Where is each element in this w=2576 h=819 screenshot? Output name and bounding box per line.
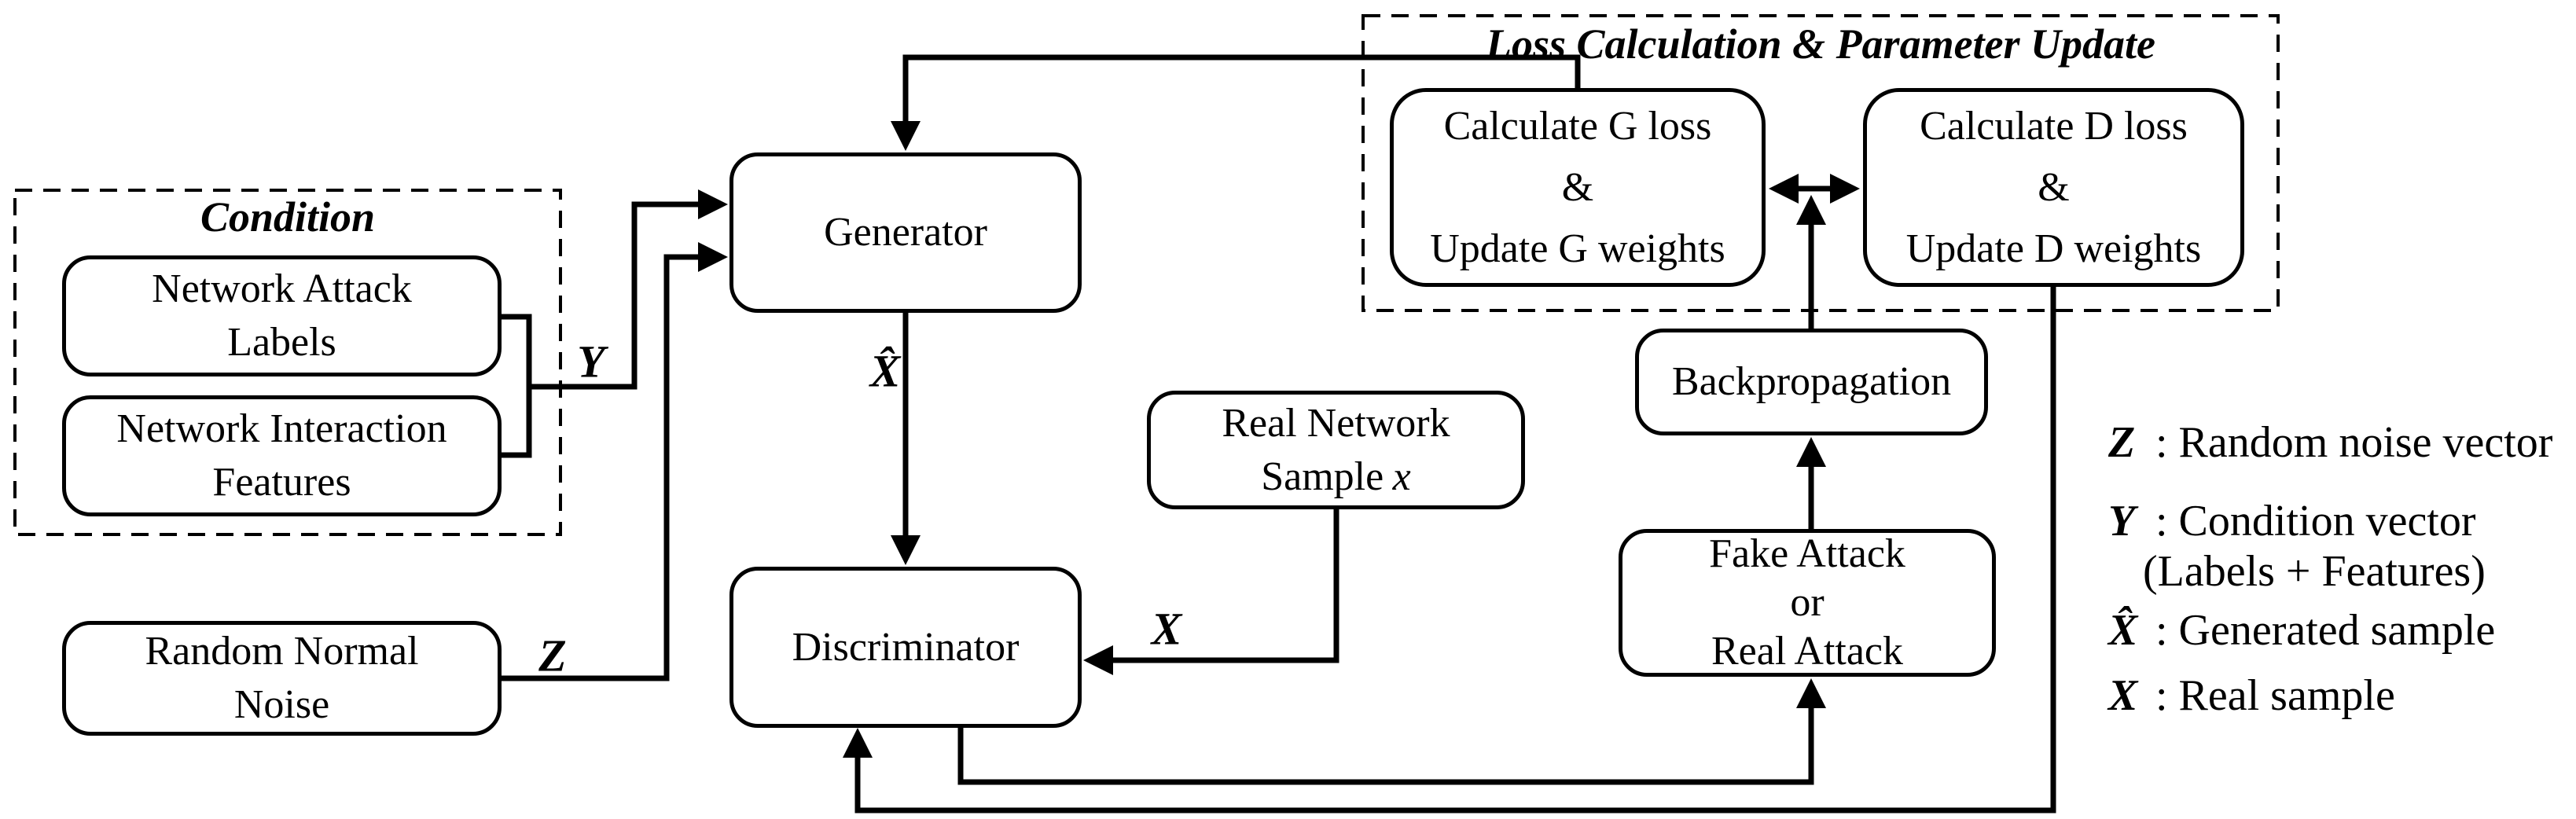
- node-label-line: Network Attack: [152, 266, 412, 311]
- edge-fakereal-to-backprop: [1796, 437, 1826, 529]
- edge-realsample-to-discriminator: [1083, 509, 1339, 675]
- edge-condition-bracket: [502, 314, 532, 458]
- node-label-line: Calculate G loss: [1443, 103, 1712, 149]
- legend-desc: : Real sample: [2155, 671, 2395, 720]
- node-label-line: Calculate D loss: [1920, 103, 2188, 149]
- edge-label-z: Z: [538, 630, 567, 681]
- legend-key: Y: [2108, 497, 2136, 545]
- node-label: Discriminator: [792, 624, 1020, 670]
- node-label: Generator: [824, 210, 987, 255]
- node-label-line: Labels: [227, 320, 336, 365]
- node-label-line: Real Attack: [1711, 629, 1904, 674]
- node-label-line: Features: [212, 460, 351, 505]
- legend-key: X: [2108, 671, 2138, 720]
- condition-group-title: Condition: [200, 193, 376, 241]
- legend-key: X̂: [2108, 606, 2138, 655]
- edge-backprop-to-loss: [1796, 195, 1826, 329]
- node-random-normal-noise: Random Normal Noise: [62, 621, 502, 736]
- legend-item-y-continued: (Labels + Features): [2143, 546, 2486, 597]
- node-label-text: Sample: [1261, 454, 1384, 499]
- edge-label-x-hat: X̂: [869, 345, 901, 397]
- node-generator: Generator: [729, 152, 1082, 313]
- node-network-attack-labels: Network Attack Labels: [62, 255, 502, 376]
- node-network-interaction-features: Network Interaction Features: [62, 395, 502, 516]
- legend-item-x: X : Real sample: [2108, 670, 2395, 721]
- legend-desc: (Labels + Features): [2143, 547, 2486, 596]
- edge-z-to-generator: [502, 242, 728, 681]
- legend-desc: : Condition vector: [2155, 497, 2476, 545]
- node-discriminator: Discriminator: [729, 567, 1082, 728]
- node-calculate-g-loss: Calculate G loss & Update G weights: [1390, 88, 1766, 287]
- node-label-line: Update G weights: [1430, 226, 1725, 271]
- edge-label-x: X: [1151, 603, 1182, 655]
- legend-desc: : Random noise vector: [2155, 418, 2553, 467]
- legend-item-y: Y : Condition vector: [2108, 496, 2476, 546]
- legend-item-x-hat: X̂ : Generated sample: [2108, 605, 2495, 656]
- edge-discriminator-to-fakereal: [957, 678, 1826, 785]
- node-fake-or-real-attack: Fake Attack or Real Attack: [1619, 529, 1996, 677]
- node-label-line: Update D weights: [1905, 226, 2202, 271]
- legend-key: Z: [2108, 418, 2136, 467]
- node-label: Backpropagation: [1671, 359, 1952, 404]
- node-label-line: Real Network: [1222, 400, 1450, 446]
- edge-label-y: Y: [577, 336, 605, 387]
- sample-variable: x: [1392, 454, 1411, 499]
- node-label-line: &: [2038, 164, 2070, 210]
- node-label-line: Network Interaction: [116, 406, 447, 451]
- node-label-line: &: [1561, 164, 1594, 210]
- node-label-line: Fake Attack: [1709, 531, 1905, 576]
- edge-gloss-dloss-double-arrow: [1769, 174, 1860, 204]
- node-label-line: Noise: [233, 682, 330, 727]
- legend-desc: : Generated sample: [2155, 606, 2496, 655]
- node-calculate-d-loss: Calculate D loss & Update D weights: [1863, 88, 2244, 287]
- legend-item-z: Z : Random noise vector: [2108, 417, 2552, 468]
- node-backpropagation: Backpropagation: [1635, 329, 1988, 435]
- loss-group-title: Loss Calculation & Parameter Update: [1485, 20, 2155, 68]
- node-label-line: or: [1790, 580, 1825, 625]
- node-label-line: Random Normal: [145, 629, 419, 674]
